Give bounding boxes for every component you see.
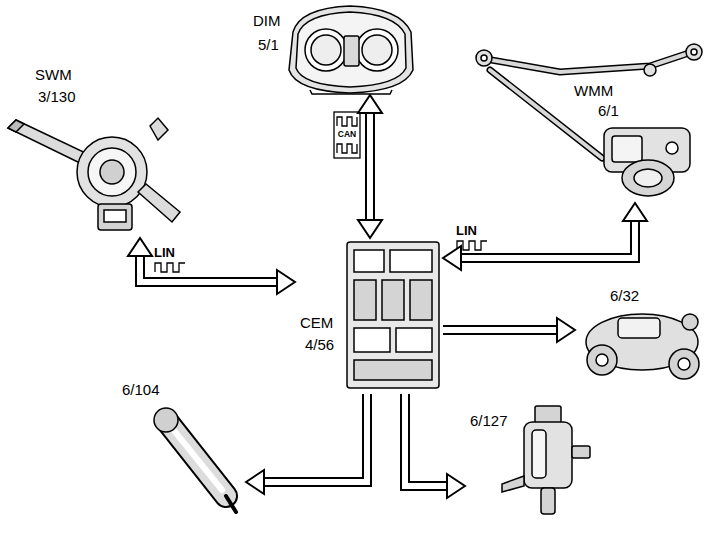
signal-connector xyxy=(405,394,465,498)
connector-outline xyxy=(443,325,558,335)
steering-wheel-module-drawing xyxy=(8,118,180,230)
connector-fill xyxy=(367,112,373,221)
connector-fill xyxy=(263,394,367,482)
component-name: 6/32 xyxy=(610,287,639,305)
callout-number: 6/1 xyxy=(598,102,619,120)
component-node: WMM 6/1 xyxy=(468,38,706,203)
component-node: 6/104 xyxy=(110,378,246,524)
callout-number: 4/56 xyxy=(305,336,334,354)
arrowhead xyxy=(246,470,264,494)
component-name: 6/127 xyxy=(470,412,508,430)
callout-number: 3/130 xyxy=(38,88,76,106)
component-name: WMM xyxy=(574,82,613,100)
arrowhead xyxy=(358,220,382,238)
component-name: DIM xyxy=(253,12,281,30)
connector-fill xyxy=(460,220,635,258)
arrowhead xyxy=(447,474,465,498)
signal-connector xyxy=(443,318,575,342)
can-bus-symbol xyxy=(334,112,360,158)
bus-label: LIN xyxy=(154,245,175,261)
arrowhead xyxy=(128,238,152,256)
bus-label: LIN xyxy=(456,223,477,239)
bus-label: CAN xyxy=(334,129,360,139)
component-name: 6/104 xyxy=(122,381,160,399)
component-node: DIM 5/1 xyxy=(240,2,418,95)
arrowhead xyxy=(358,95,382,113)
component-node: SWM 3/130 xyxy=(4,62,186,238)
connector-outline xyxy=(405,394,448,486)
connector-outline xyxy=(460,220,635,258)
component-node: 6/32 xyxy=(575,285,708,387)
arrowhead xyxy=(557,318,575,342)
arrowhead xyxy=(443,246,461,270)
callout-number: 5/1 xyxy=(258,36,279,54)
connector-fill xyxy=(405,394,448,486)
connector-fill xyxy=(443,327,558,333)
washer-pump-drawing xyxy=(502,406,590,514)
component-node: CEM 4/56 xyxy=(295,238,443,394)
signal-connector xyxy=(358,95,382,238)
rear-wiper-motor-drawing xyxy=(586,314,699,379)
component-node: 6/127 xyxy=(465,400,605,524)
component-name: SWM xyxy=(35,66,72,84)
instrument-cluster-drawing xyxy=(289,6,413,94)
arrowhead xyxy=(623,203,647,221)
arrowhead xyxy=(277,270,295,294)
washer-nozzle-drawing xyxy=(154,408,236,512)
connector-outline xyxy=(365,112,375,221)
connector-outline xyxy=(263,394,367,482)
wiper-motor-module-drawing xyxy=(476,44,702,196)
signal-connector xyxy=(443,203,647,270)
central-electronic-module-drawing xyxy=(347,242,439,388)
component-name: CEM xyxy=(300,314,333,332)
signal-connector xyxy=(128,238,295,294)
signal-connector xyxy=(246,394,367,494)
